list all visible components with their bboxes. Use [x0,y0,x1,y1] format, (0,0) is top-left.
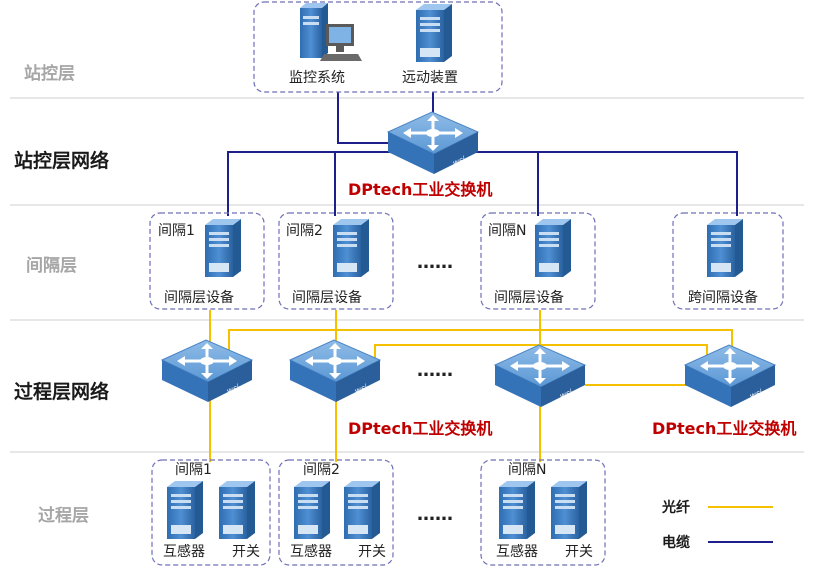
process-switch-n-icon [493,343,587,409]
switchgear-label: 开关 [358,544,386,560]
bay-device-icon [535,219,571,277]
switchgear-label: 开关 [232,544,260,560]
bay-device-label: 间隔层设备 [494,289,564,306]
station-group-box [253,1,503,93]
transformer-icon [294,481,330,539]
switchgear-icon [344,481,380,539]
process-bay-title: 间隔N [508,462,546,478]
process-bay-1: 间隔1 互感器 开关 [151,459,271,566]
bay-device-label: 间隔层设备 [292,289,362,306]
bay-ellipsis: …… [417,252,453,273]
bay-group-1: 间隔1 间隔层设备 [149,212,265,310]
process-switch-cross-icon [683,343,777,409]
cross-bay-device-icon [707,219,743,277]
transformer-label: 互感器 [290,543,332,560]
process-switch-label: DPtech工业交换机 [348,419,492,438]
legend-fiber-label: 光纤 [661,499,690,516]
cross-bay-device-label: 跨间隔设备 [688,289,758,306]
bay-title: 间隔1 [158,223,195,239]
process-bay-title: 间隔2 [303,462,340,478]
process-bay-ellipsis: …… [417,504,453,525]
bay-device-icon [333,219,369,277]
switchgear-label: 开关 [565,544,593,560]
telecontrol-device-icon [416,4,452,62]
transformer-label: 互感器 [163,543,205,560]
legend-cable-label: 电缆 [662,534,690,551]
process-bay-2: 间隔2 互感器 开关 [278,459,394,566]
layer-process-label: 过程层 [38,506,89,526]
process-bay-n: 间隔N 互感器 开关 [480,459,606,566]
layer-station-label: 站控层 [24,63,75,84]
monitor-system-label: 监控系统 [289,70,345,86]
monitor-system-icon [300,3,362,61]
bay-group-n: 间隔N 间隔层设备 [480,212,596,310]
cable-lines [227,92,738,216]
layer-separators [10,97,804,453]
telecontrol-device-label: 远动装置 [402,70,458,86]
station-switch-icon [386,110,480,176]
process-switch-ellipsis: …… [417,360,453,381]
layer-station-network-label: 站控层网络 [14,149,109,172]
layer-bay-label: 间隔层 [26,255,77,276]
transformer-label: 互感器 [496,543,538,560]
bay-title: 间隔2 [286,223,323,239]
process-switch-2-icon [288,338,382,404]
transformer-icon [167,481,203,539]
legend: 光纤 电缆 [661,499,773,551]
bay-device-label: 间隔层设备 [164,289,234,306]
switchgear-icon [551,481,587,539]
bay-device-icon [205,219,241,277]
cross-bay-group: 跨间隔设备 [672,212,784,310]
layer-process-network-label: 过程层网络 [14,380,109,403]
cross-switch-label: DPtech工业交换机 [652,419,796,438]
transformer-icon [499,481,535,539]
station-switch-label: DPtech工业交换机 [348,180,492,199]
switchgear-icon [219,481,255,539]
bay-group-2: 间隔2 间隔层设备 [278,212,394,310]
process-bay-title: 间隔1 [175,462,212,478]
fiber-lines [209,310,733,462]
process-switch-1-icon [160,338,254,404]
bay-title: 间隔N [488,223,526,239]
